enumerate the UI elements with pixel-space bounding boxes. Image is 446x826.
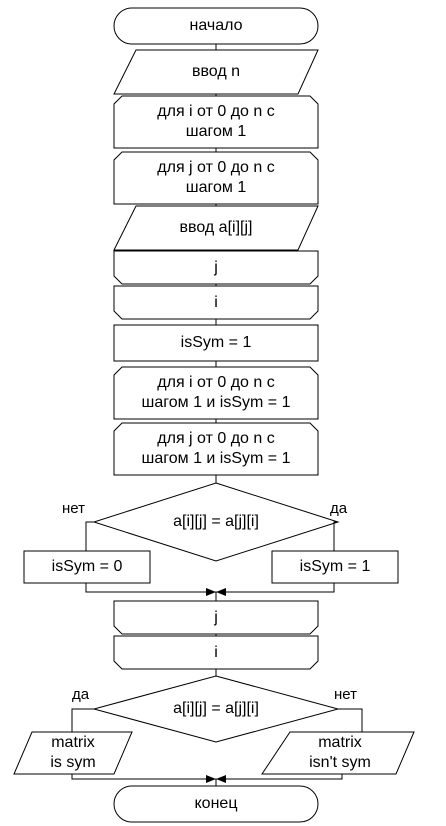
loop-i-line2: шагом 1 (185, 123, 247, 140)
loop-j2-label: для j от 0 до n с шагом 1 и isSym = 1 (114, 423, 318, 475)
out-sym-line1: matrix (51, 734, 95, 751)
loop-j-shape (113, 151, 319, 205)
decision1-label: a[i][j] = a[j][i] (173, 513, 259, 530)
out-sym-shape (13, 731, 133, 775)
decision2-yes-label: да (72, 686, 90, 703)
end-i2-label: i (214, 643, 218, 661)
decision2-shape (92, 675, 340, 743)
set-sym0-label: isSym = 0 (51, 558, 123, 575)
out-sym-line2: is sym (50, 754, 96, 771)
merge-arrow-4 (216, 775, 226, 783)
loop-i-line1: для i от 0 до n с (157, 103, 275, 120)
set-sym0-shape (23, 550, 151, 584)
end-j2-label: j (214, 608, 218, 626)
end-j-label: j (214, 258, 218, 276)
loop-i2-shape (113, 366, 319, 420)
loop-j2-line2: шагом 1 и isSym = 1 (141, 450, 291, 467)
merge-arrow-3 (206, 775, 216, 783)
decision2-label: a[i][j] = a[j][i] (173, 700, 259, 717)
loop-j-line1: для j от 0 до n с (157, 159, 275, 176)
end-terminator (113, 785, 319, 823)
out-notsym-line1: matrix (318, 734, 362, 751)
loop-i-label: для i от 0 до n с шагом 1 (114, 96, 318, 148)
loop-i-shape (113, 95, 319, 149)
loop-i2-label: для i от 0 до n с шагом 1 и isSym = 1 (114, 367, 318, 419)
out-notsym-shape (261, 731, 415, 775)
decision2-no-label: нет (334, 686, 357, 703)
decision1-shape (92, 482, 340, 562)
out-sym-label: matrix is sym (24, 732, 122, 774)
end-i-label: i (214, 293, 218, 311)
input-n-shape (113, 49, 319, 95)
end-label: конец (194, 795, 238, 812)
input-n-label: ввод n (191, 63, 241, 80)
decision1-no-label: нет (62, 500, 85, 517)
input-a-label: ввод a[i][j] (179, 219, 253, 236)
out-notsym-label: matrix isn't sym (276, 732, 404, 774)
start-label: начало (189, 17, 243, 34)
assign-sym-label: isSym = 1 (180, 334, 252, 351)
loop-j-label: для j от 0 до n с шагом 1 (114, 152, 318, 204)
loop-i2-line2: шагом 1 и isSym = 1 (141, 394, 291, 411)
end-j2-shape (113, 600, 319, 635)
out-notsym-line2: isn't sym (309, 754, 371, 771)
loop-i2-line1: для i от 0 до n с (157, 374, 275, 391)
set-sym1-shape (271, 550, 399, 584)
end-j-shape (113, 250, 319, 285)
set-sym1-label: isSym = 1 (299, 558, 371, 575)
loop-j2-line1: для j от 0 до n с (157, 430, 275, 447)
loop-j2-shape (113, 422, 319, 476)
merge-arrow-2 (216, 588, 226, 596)
merge-arrow-1 (206, 588, 216, 596)
input-a-shape (113, 205, 319, 251)
decision1-yes-label: да (330, 500, 348, 517)
loop-j-line2: шагом 1 (185, 179, 247, 196)
end-i2-shape (113, 635, 319, 670)
end-i-shape (113, 285, 319, 320)
